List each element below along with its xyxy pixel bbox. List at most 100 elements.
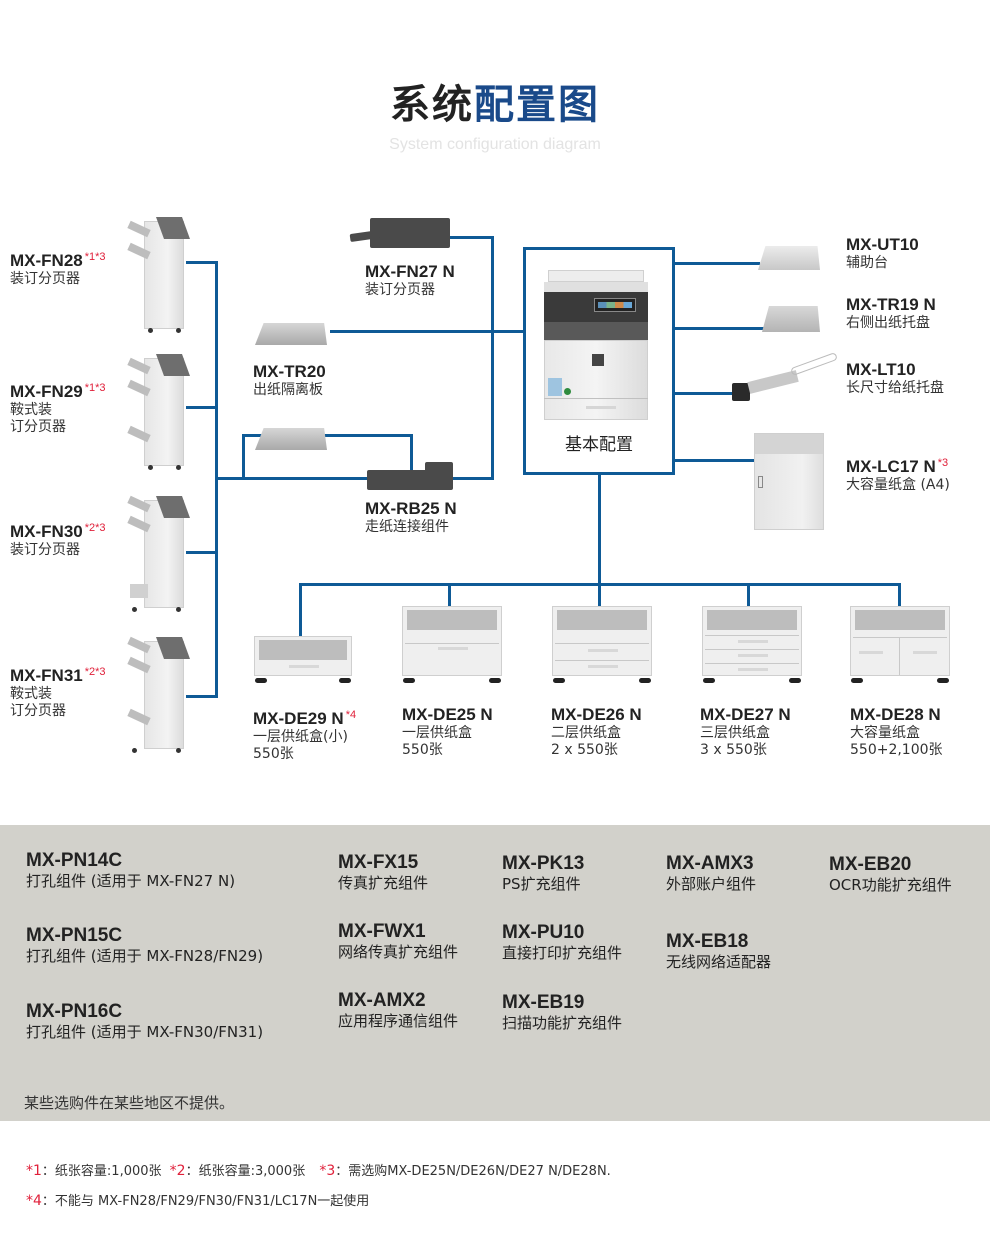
option-fn31[interactable]: MX-FN31*2*3 鞍式装 订分页器 <box>10 662 106 720</box>
model-desc: 订分页器 <box>10 419 66 435</box>
internal-option[interactable]: MX-EB18 无线网络适配器 <box>666 931 771 972</box>
model-desc: 无线网络适配器 <box>666 953 772 971</box>
finisher-fn30-image <box>127 492 191 612</box>
option-lc17[interactable]: MX-LC17 N*3 大容量纸盒 (A4) <box>846 453 950 494</box>
drawer-de25-image <box>402 606 502 683</box>
internal-option[interactable]: MX-PN16C 打孔组件 (适用于 MX-FN30/FN31) <box>26 1001 263 1042</box>
internal-option[interactable]: MX-EB20 OCR功能扩充组件 <box>829 854 952 895</box>
footnote-text: ：纸张容量:3,000张 <box>185 1164 306 1179</box>
model-desc: 打孔组件 (适用于 MX-FN27 N) <box>26 872 236 890</box>
model-name: MX-FN29*1*3 <box>10 382 106 401</box>
model-name: MX-DE26 N <box>551 705 642 724</box>
connector-line <box>672 459 754 462</box>
internal-option[interactable]: MX-FWX1 网络传真扩充组件 <box>338 921 458 962</box>
internal-option[interactable]: MX-PU10 直接打印扩充组件 <box>502 922 622 963</box>
model-desc: 大容量纸盒 (A4) <box>846 477 950 493</box>
finisher-fn27-image <box>370 218 450 248</box>
connector-line <box>215 477 367 480</box>
model-name: MX-UT10 <box>846 235 919 254</box>
tray-tr20-second-image <box>255 428 327 450</box>
internal-option[interactable]: MX-AMX2 应用程序通信组件 <box>338 990 458 1031</box>
model-desc: 一层供纸盒 <box>402 725 472 741</box>
footnote-text: ：纸张容量:1,000张 <box>41 1164 162 1179</box>
model-desc: 传真扩充组件 <box>338 874 429 892</box>
model-capacity: 550张 <box>253 746 294 762</box>
model-desc: 三层供纸盒 <box>700 725 770 741</box>
availability-note: 某些选购件在某些地区不提供。 <box>24 1094 235 1112</box>
model-capacity: 550张 <box>402 742 443 758</box>
model-desc: 扫描功能扩充组件 <box>502 1014 623 1032</box>
connector-line <box>747 583 750 606</box>
option-fn30[interactable]: MX-FN30*2*3 装订分页器 <box>10 518 106 559</box>
model-name: MX-DE27 N <box>700 705 791 724</box>
model-desc: 大容量纸盒 <box>850 725 920 741</box>
option-de28[interactable]: MX-DE28 N 大容量纸盒 550+2,100张 <box>850 705 943 759</box>
internal-option[interactable]: MX-EB19 扫描功能扩充组件 <box>502 992 622 1033</box>
model-desc: 长尺寸给纸托盘 <box>846 380 944 396</box>
connector-line <box>186 551 218 554</box>
connector-line <box>242 434 412 437</box>
option-de25[interactable]: MX-DE25 N 一层供纸盒 550张 <box>402 705 493 759</box>
model-name: MX-FWX1 <box>338 921 426 942</box>
connector-line <box>186 695 218 698</box>
connector-line <box>448 583 451 606</box>
option-de26[interactable]: MX-DE26 N 二层供纸盒 2 x 550张 <box>551 705 642 759</box>
option-tr19[interactable]: MX-TR19 N 右侧出纸托盘 <box>846 295 936 332</box>
model-name: MX-DE25 N <box>402 705 493 724</box>
model-desc: 右侧出纸托盘 <box>846 315 930 331</box>
relay-rb25-image <box>367 470 453 490</box>
option-lt10[interactable]: MX-LT10 长尺寸给纸托盘 <box>846 360 944 397</box>
connector-line <box>410 434 413 474</box>
model-name: MX-AMX2 <box>338 990 426 1011</box>
footnote-mark: *3 <box>319 1163 336 1179</box>
model-name: MX-AMX3 <box>666 853 754 874</box>
model-name: MX-PN16C <box>26 1001 123 1022</box>
option-rb25[interactable]: MX-RB25 N 走纸连接组件 <box>365 499 457 536</box>
connector-line <box>598 473 601 586</box>
model-desc: 出纸隔离板 <box>253 382 323 398</box>
model-name: MX-RB25 N <box>365 499 457 518</box>
model-desc: 辅助台 <box>846 255 888 271</box>
model-desc: 网络传真扩充组件 <box>338 943 459 961</box>
option-fn29[interactable]: MX-FN29*1*3 鞍式装 订分页器 <box>10 378 106 436</box>
connector-line <box>453 477 494 480</box>
connector-line <box>186 261 218 264</box>
footnote-text: ：不能与 MX-FN28/FN29/FN30/FN31/LC17N一起使用 <box>41 1194 370 1209</box>
internal-option[interactable]: MX-FX15 传真扩充组件 <box>338 852 428 893</box>
option-fn27[interactable]: MX-FN27 N 装订分页器 <box>365 262 455 299</box>
connector-line <box>898 583 901 606</box>
option-fn28[interactable]: MX-FN28*1*3 装订分页器 <box>10 247 106 288</box>
option-ut10[interactable]: MX-UT10 辅助台 <box>846 235 919 272</box>
tray-tr20-image <box>255 323 327 345</box>
option-de29[interactable]: MX-DE29 N*4 一层供纸盒(小) 550张 <box>253 705 356 763</box>
model-desc: 直接打印扩充组件 <box>502 944 623 962</box>
model-name: MX-DE28 N <box>850 705 941 724</box>
relay-rb25-top <box>425 462 453 474</box>
connector-line <box>450 236 494 239</box>
option-de27[interactable]: MX-DE27 N 三层供纸盒 3 x 550张 <box>700 705 791 759</box>
base-configuration-label: 基本配置 <box>565 435 633 455</box>
model-desc: 订分页器 <box>10 703 66 719</box>
drawer-de28-image <box>850 606 950 683</box>
footnote-text: ：需选购MX-DE25N/DE26N/DE27 N/DE28N. <box>335 1164 611 1179</box>
footnote-mark: *2*3 <box>84 666 106 678</box>
model-desc: 二层供纸盒 <box>551 725 621 741</box>
internal-option[interactable]: MX-PK13 PS扩充组件 <box>502 853 584 894</box>
footnote-mark: *1 <box>26 1163 42 1179</box>
model-desc: PS扩充组件 <box>502 875 581 893</box>
footnote-line-2: *4：不能与 MX-FN28/FN29/FN30/FN31/LC17N一起使用 <box>26 1190 369 1209</box>
model-desc: 走纸连接组件 <box>365 519 449 535</box>
footnote-mark: *2 <box>169 1163 186 1179</box>
model-capacity: 3 x 550张 <box>700 742 767 758</box>
model-name: MX-FN27 N <box>365 262 455 281</box>
internal-option[interactable]: MX-AMX3 外部账户组件 <box>666 853 756 894</box>
option-tr20[interactable]: MX-TR20 出纸隔离板 <box>253 362 326 399</box>
model-desc: 鞍式装 <box>10 402 52 418</box>
internal-options-panel <box>0 825 990 1121</box>
model-desc: 外部账户组件 <box>666 875 757 893</box>
tray-lt10-ext <box>790 352 838 376</box>
internal-option[interactable]: MX-PN15C 打孔组件 (适用于 MX-FN28/FN29) <box>26 925 263 966</box>
internal-option[interactable]: MX-PN14C 打孔组件 (适用于 MX-FN27 N) <box>26 850 235 891</box>
model-desc: OCR功能扩充组件 <box>829 876 952 894</box>
model-name: MX-DE29 N*4 <box>253 709 357 728</box>
